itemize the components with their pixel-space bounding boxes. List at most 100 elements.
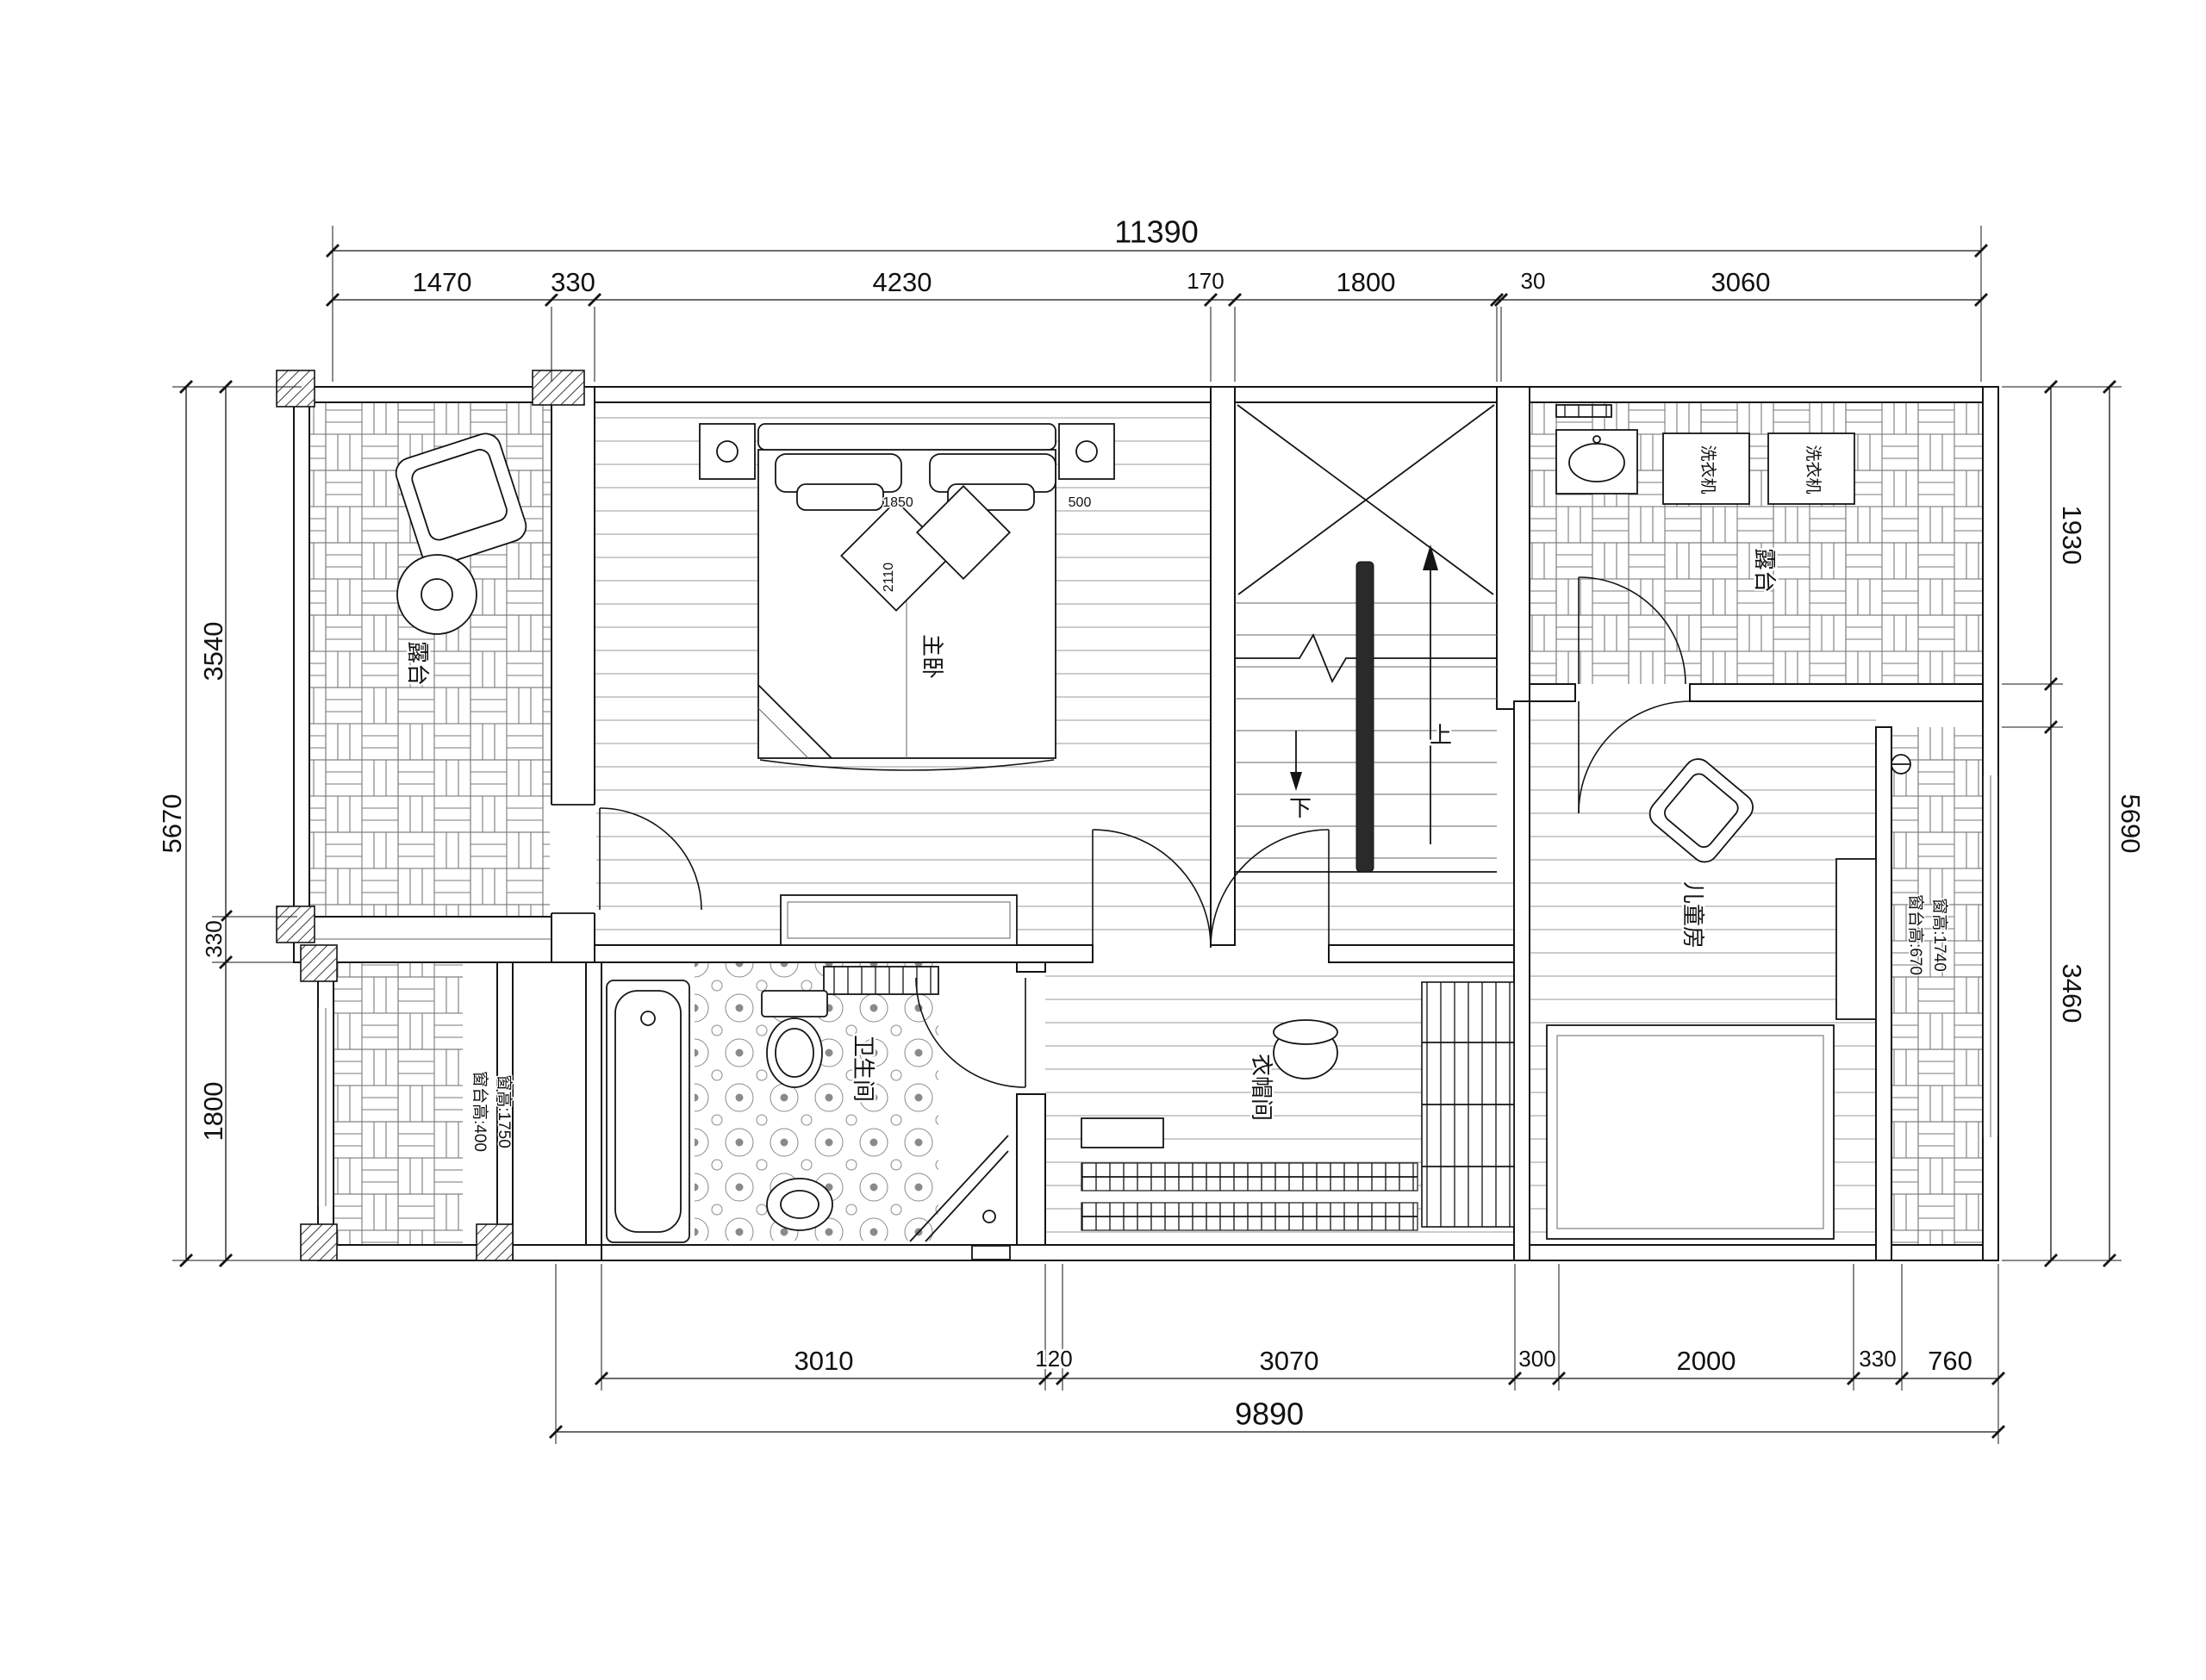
tap-strip [1555, 404, 1612, 418]
washing-machine-1 [1662, 432, 1750, 505]
child-armchair-seat [1664, 773, 1739, 849]
stairs [1235, 404, 1497, 873]
toilet-seat [775, 1028, 814, 1078]
bed-length-label: 2110 [882, 563, 896, 593]
bathtub-drain [640, 1011, 656, 1026]
wall-bath-right-b [1016, 1093, 1046, 1246]
dresser-inner [787, 901, 1011, 939]
column [532, 370, 585, 406]
room-label-master: 主卧 [919, 634, 945, 679]
terrace-door-swing [599, 807, 702, 911]
column [276, 370, 315, 408]
dimension-top: 11390 1470 330 4230 170 1800 30 3060 [326, 212, 1988, 382]
room-label-cloakroom: 衣帽间 [1249, 1054, 1274, 1121]
clothes-rack-2 [1081, 1202, 1418, 1231]
dim-top-seg-0: 1470 [413, 267, 472, 297]
note-right-window: 窗高:1740 [1930, 898, 1949, 972]
wall-bedroom-stairs [1210, 386, 1236, 946]
dim-left-seg-2: 1800 [198, 1082, 228, 1142]
terrace-bl-floor [333, 962, 463, 1245]
dim-top-seg-4: 1800 [1337, 267, 1396, 297]
toilet-tank [761, 990, 828, 1017]
dim-bottom-seg-0: 3010 [795, 1346, 854, 1376]
cloakroom [1081, 981, 1515, 1231]
double-door-left-swing [1092, 829, 1212, 949]
bathroom-door-swing [915, 977, 1026, 1088]
laundry-terrace [1555, 404, 1911, 775]
children-room [1546, 758, 1877, 1240]
column [476, 1223, 514, 1261]
wall-stairs-laundry [1496, 386, 1530, 710]
wall-children-left [1513, 700, 1530, 1261]
wall-balcony [1875, 726, 1892, 1261]
stairs-handrail [1355, 561, 1374, 873]
children-bed-inner [1556, 1035, 1824, 1229]
walls [276, 370, 1999, 1261]
dim-top-seg-3: 170 [1187, 268, 1224, 294]
bed-pillow [796, 483, 884, 511]
stairs-up-label: 上 [1430, 722, 1452, 748]
lamp-icon [1075, 440, 1098, 463]
balcony-right-floor [1891, 727, 1983, 1245]
column [276, 905, 315, 943]
note-left-sill: 窗台高:400 [470, 1071, 489, 1152]
wall-bath-right-a [1016, 961, 1046, 973]
armchair-seat [411, 449, 508, 541]
washer-label-2: 洗衣机 [1804, 445, 1823, 494]
master-bedroom [699, 423, 1115, 946]
dim-top-seg-2: 4230 [873, 267, 932, 297]
nightstand-dim-label: 500 [1069, 495, 1092, 510]
wall-laundry-bottom-b [1689, 683, 1984, 702]
dresser [780, 894, 1018, 946]
column [300, 1223, 338, 1261]
dim-right-seg-0: 1930 [2057, 506, 2087, 565]
dim-top-seg-5: 30 [1521, 268, 1546, 294]
column [300, 944, 338, 982]
wash-basin-inner [780, 1190, 819, 1219]
wall-terrace-bl-bottom [317, 1244, 602, 1261]
dim-right-seg-1: 3460 [2057, 964, 2087, 1024]
wall-left-upper [293, 386, 310, 918]
children-bed [1546, 1024, 1835, 1240]
dim-bottom-seg-4: 2000 [1677, 1346, 1736, 1376]
faucet-icon [1592, 435, 1601, 444]
threshold [971, 1245, 1011, 1260]
hall-floor [1235, 872, 1514, 945]
children-door-swing [1578, 700, 1692, 814]
room-label-terrace-tl: 露台 [405, 641, 431, 686]
nightstand-left [699, 423, 756, 480]
stool-top [1273, 1019, 1338, 1045]
dimension-bottom: 3010 120 3070 300 2000 330 760 9890 [549, 1264, 2005, 1444]
children-cabinet [1835, 858, 1877, 1020]
cloak-bench [1081, 1117, 1164, 1148]
dim-left-outer: 5670 [157, 794, 187, 854]
dim-left-seg-0: 3540 [198, 622, 228, 681]
lamp-icon [716, 440, 738, 463]
wall-interior-a [594, 944, 1094, 963]
bed-headboard [757, 423, 1056, 451]
stairs-down-arrow [1290, 772, 1302, 791]
terrace-top-left [395, 432, 527, 635]
dim-bottom-total: 9890 [1235, 1397, 1304, 1432]
dim-bottom-seg-3: 300 [1518, 1346, 1555, 1372]
dimension-right: 1930 3460 5690 [2002, 380, 2148, 1267]
window-terrace-bl [317, 1008, 334, 1206]
cloak-shelving [1421, 981, 1515, 1228]
room-label-bathroom: 卫生间 [851, 1035, 876, 1102]
wall-bath-left [585, 961, 602, 1246]
wall-bottom-main [601, 1244, 1999, 1261]
dim-right-outer: 5690 [2116, 794, 2146, 854]
dimension-left: 5670 3540 330 1800 [154, 380, 321, 1267]
washing-machine-2 [1767, 432, 1855, 505]
bed-cushion [915, 484, 1012, 581]
doors [599, 576, 1692, 1088]
room-labels: 露台 主卧 露台 儿童房 卫生间 衣帽间 洗衣机 洗衣机 上 下 1850 21… [403, 444, 1951, 1154]
vanity-shelf [823, 966, 939, 995]
dim-left-seg-1: 330 [201, 920, 227, 957]
window-balcony-right [1982, 775, 1999, 1137]
stairs-down-label: 下 [1289, 795, 1312, 821]
bed-width-label: 1850 [882, 495, 913, 510]
room-label-children: 儿童房 [1680, 881, 1706, 949]
